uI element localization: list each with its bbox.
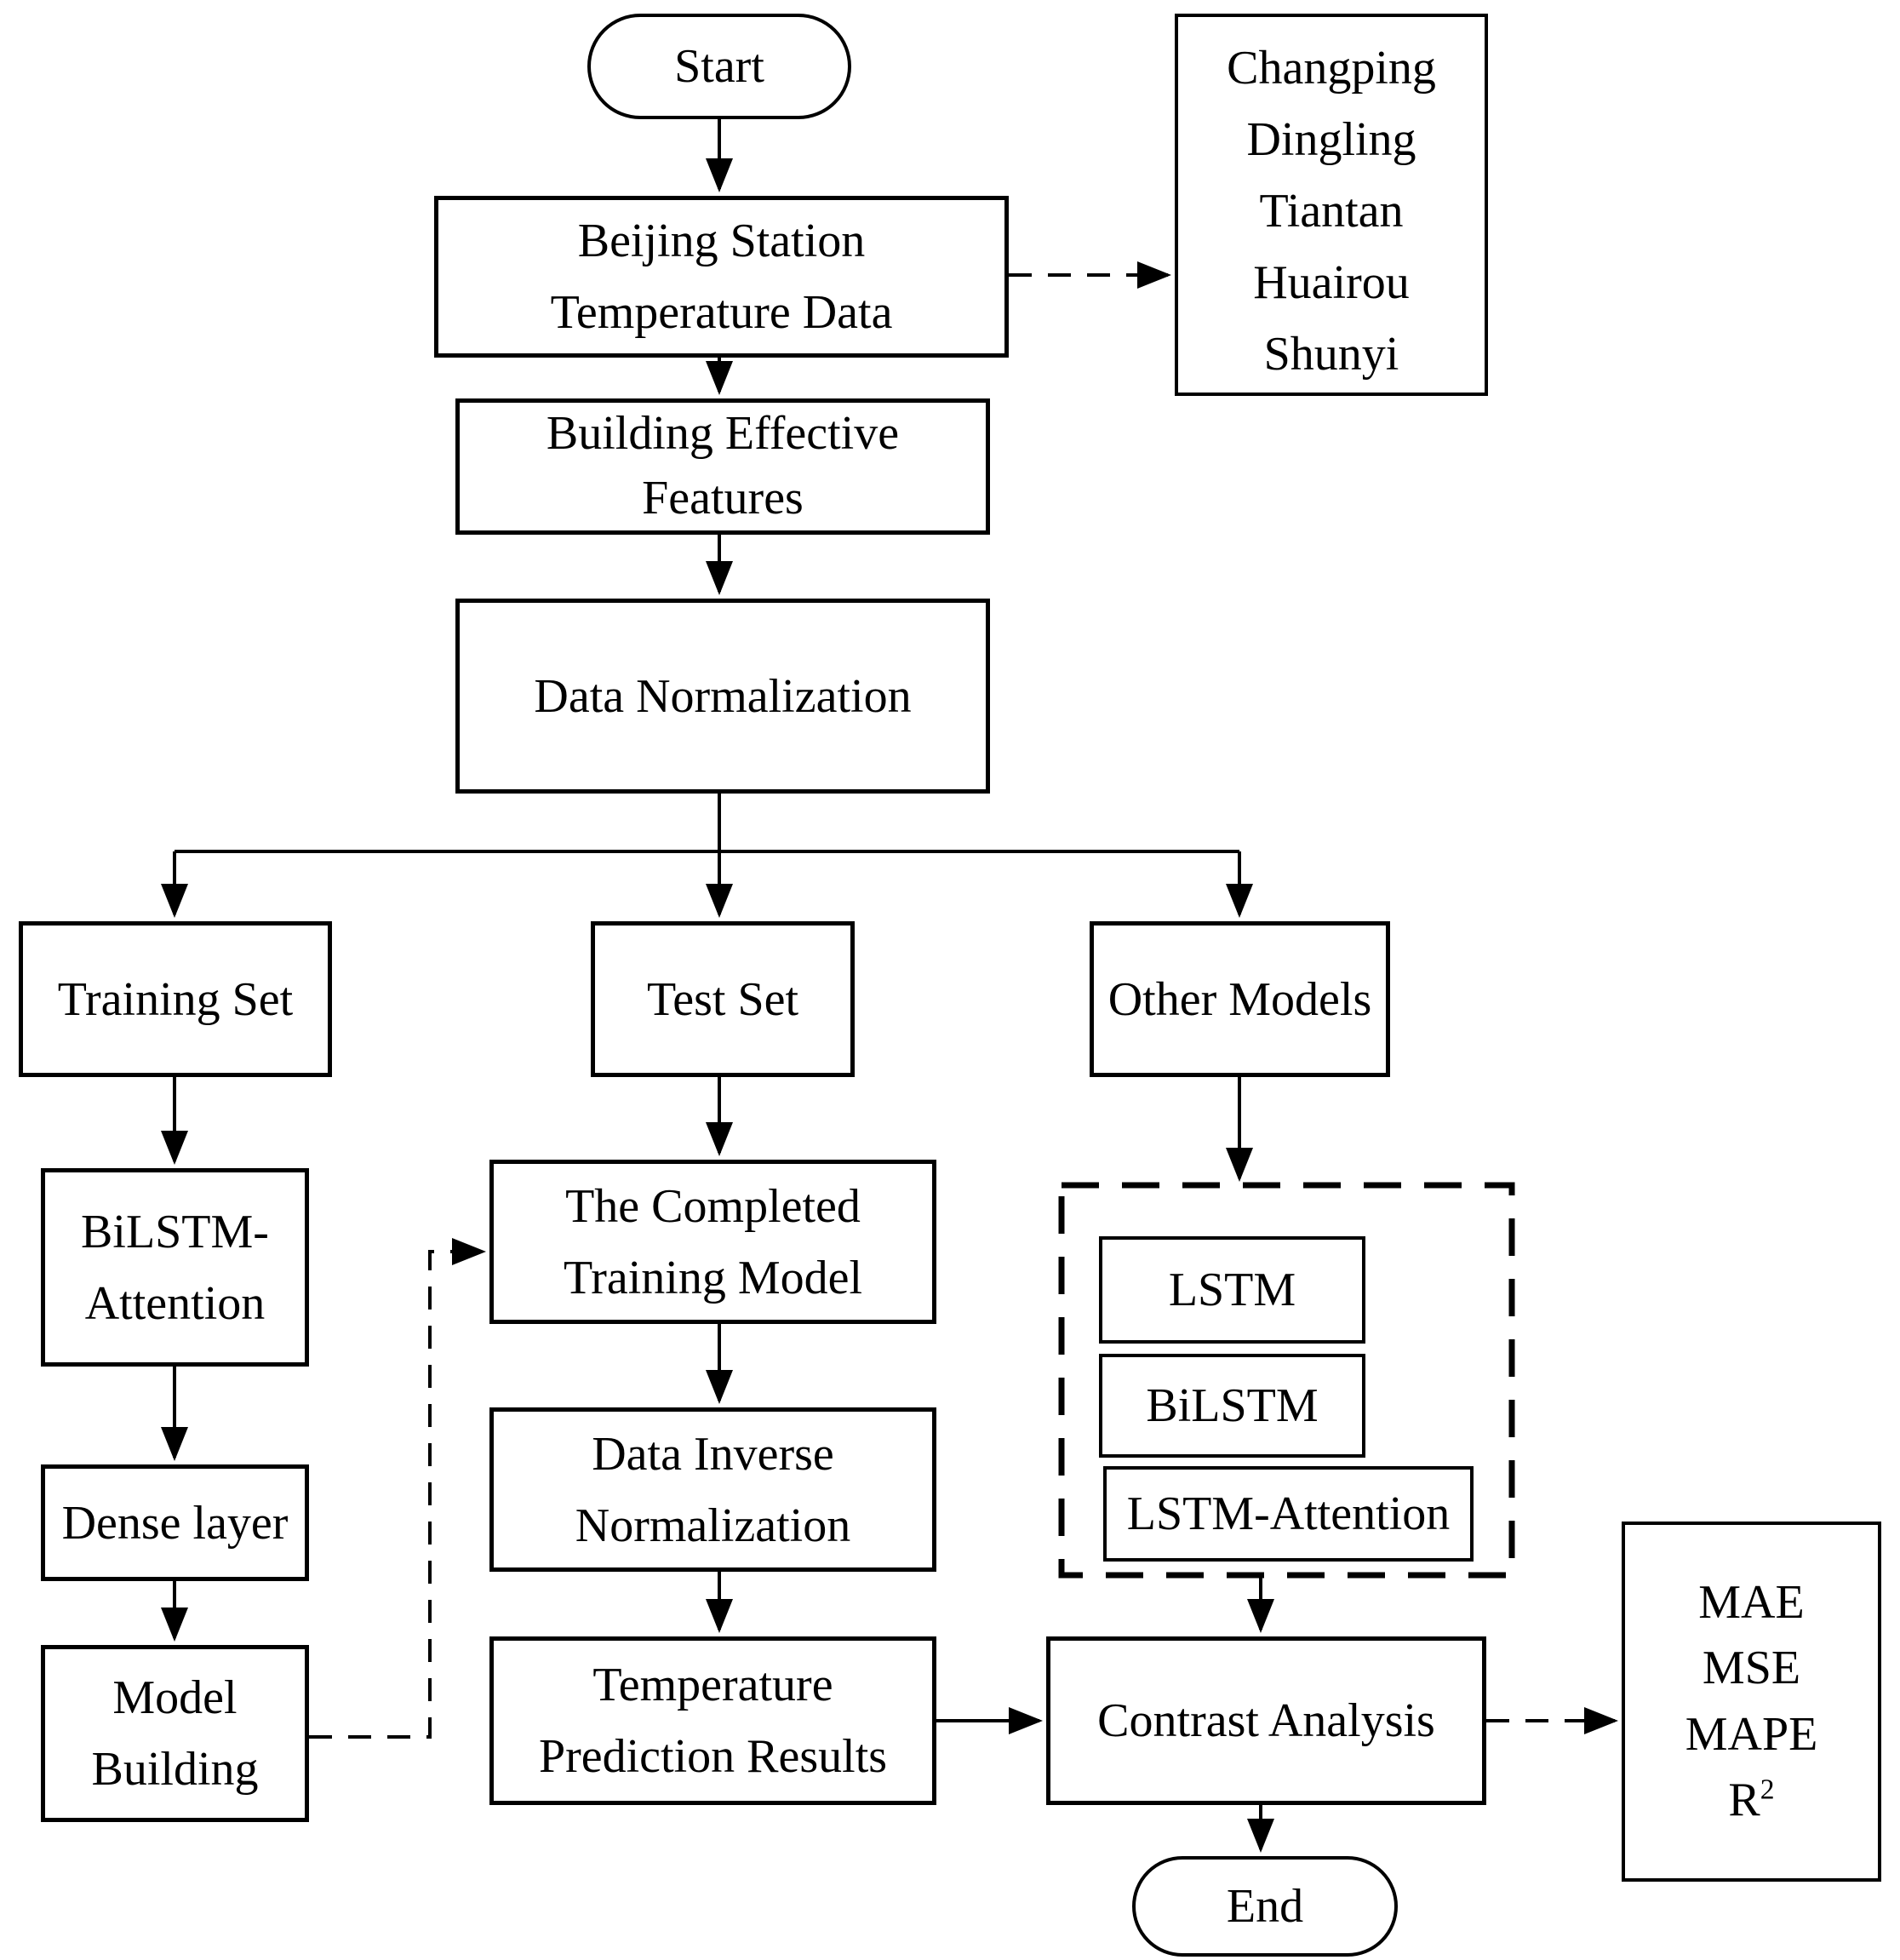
completed-model-label-line2: Training Model <box>563 1251 863 1304</box>
normalization-label: Data Normalization <box>534 669 912 723</box>
metric-mae: MAE <box>1698 1575 1805 1629</box>
contrast-label: Contrast Analysis <box>1097 1694 1435 1747</box>
end-label: End <box>1226 1880 1304 1933</box>
temp-pred-label-line2: Prediction Results <box>538 1730 888 1783</box>
lstm-attention-label: LSTM-Attention <box>1126 1487 1451 1540</box>
metric-mse: MSE <box>1702 1642 1801 1695</box>
training-set-label: Training Set <box>57 972 294 1026</box>
end-node: End <box>1132 1856 1398 1957</box>
station-item: Dingling <box>1246 113 1416 166</box>
dense-layer-node: Dense layer <box>41 1464 309 1581</box>
lstm-attention-node: LSTM-Attention <box>1103 1466 1474 1562</box>
data-normalization-node: Data Normalization <box>455 599 990 794</box>
metrics-node: MAE MSE MAPE R2 <box>1622 1522 1881 1882</box>
edge-modelbuilding-to-completed-dashed <box>309 1238 486 1739</box>
bilstm-node: BiLSTM <box>1099 1354 1365 1458</box>
completed-training-model-node: The Completed Training Model <box>489 1160 936 1324</box>
temp-pred-label-line1: Temperature <box>592 1659 833 1711</box>
bilstm-attention-label-line2: Attention <box>84 1276 266 1330</box>
building-label-line2: Features <box>642 472 804 524</box>
metric-mape: MAPE <box>1685 1707 1818 1761</box>
model-building-node: Model Building <box>41 1645 309 1822</box>
model-building-label-line1: Model <box>112 1671 238 1724</box>
lstm-node: LSTM <box>1099 1236 1365 1344</box>
bilstm-attention-label-line1: BiLSTM- <box>81 1205 269 1258</box>
building-features-node: Building Effective Features <box>455 398 990 535</box>
data-inverse-normalization-node: Data Inverse Normalization <box>489 1407 936 1572</box>
dense-layer-label: Dense layer <box>61 1496 289 1550</box>
building-label-line1: Building Effective <box>546 407 900 461</box>
bilstm-label: BiLSTM <box>1146 1379 1319 1432</box>
temperature-prediction-results-node: Temperature Prediction Results <box>489 1636 936 1805</box>
metric-r-squared: R2 <box>1728 1773 1775 1826</box>
station-item: Changping <box>1227 42 1436 95</box>
model-building-label-line2: Building <box>91 1743 259 1796</box>
lstm-label: LSTM <box>1168 1264 1296 1316</box>
test-set-label: Test Set <box>646 972 799 1026</box>
start-label: Start <box>674 40 764 93</box>
station-list-node: Changping Dingling Tiantan Huairou Shuny… <box>1175 14 1488 396</box>
inverse-norm-label-line1: Data Inverse <box>592 1427 834 1481</box>
other-models-group-container <box>1058 1182 1515 1579</box>
beijing-data-node: Beijing Station Temperature Data <box>434 196 1009 358</box>
start-node: Start <box>587 14 851 119</box>
test-set-node: Test Set <box>591 921 855 1077</box>
beijing-label-line1: Beijing Station <box>577 215 866 267</box>
inverse-norm-label-line2: Normalization <box>575 1499 851 1552</box>
station-item: Tiantan <box>1259 185 1404 238</box>
contrast-analysis-node: Contrast Analysis <box>1046 1636 1486 1805</box>
station-item: Huairou <box>1253 256 1410 309</box>
training-set-node: Training Set <box>19 921 332 1077</box>
beijing-label-line2: Temperature Data <box>550 286 893 339</box>
other-models-label: Other Models <box>1107 972 1372 1026</box>
other-models-node: Other Models <box>1090 921 1390 1077</box>
completed-model-label-line1: The Completed <box>565 1179 861 1233</box>
bilstm-attention-node: BiLSTM- Attention <box>41 1168 309 1367</box>
station-item: Shunyi <box>1263 328 1399 381</box>
